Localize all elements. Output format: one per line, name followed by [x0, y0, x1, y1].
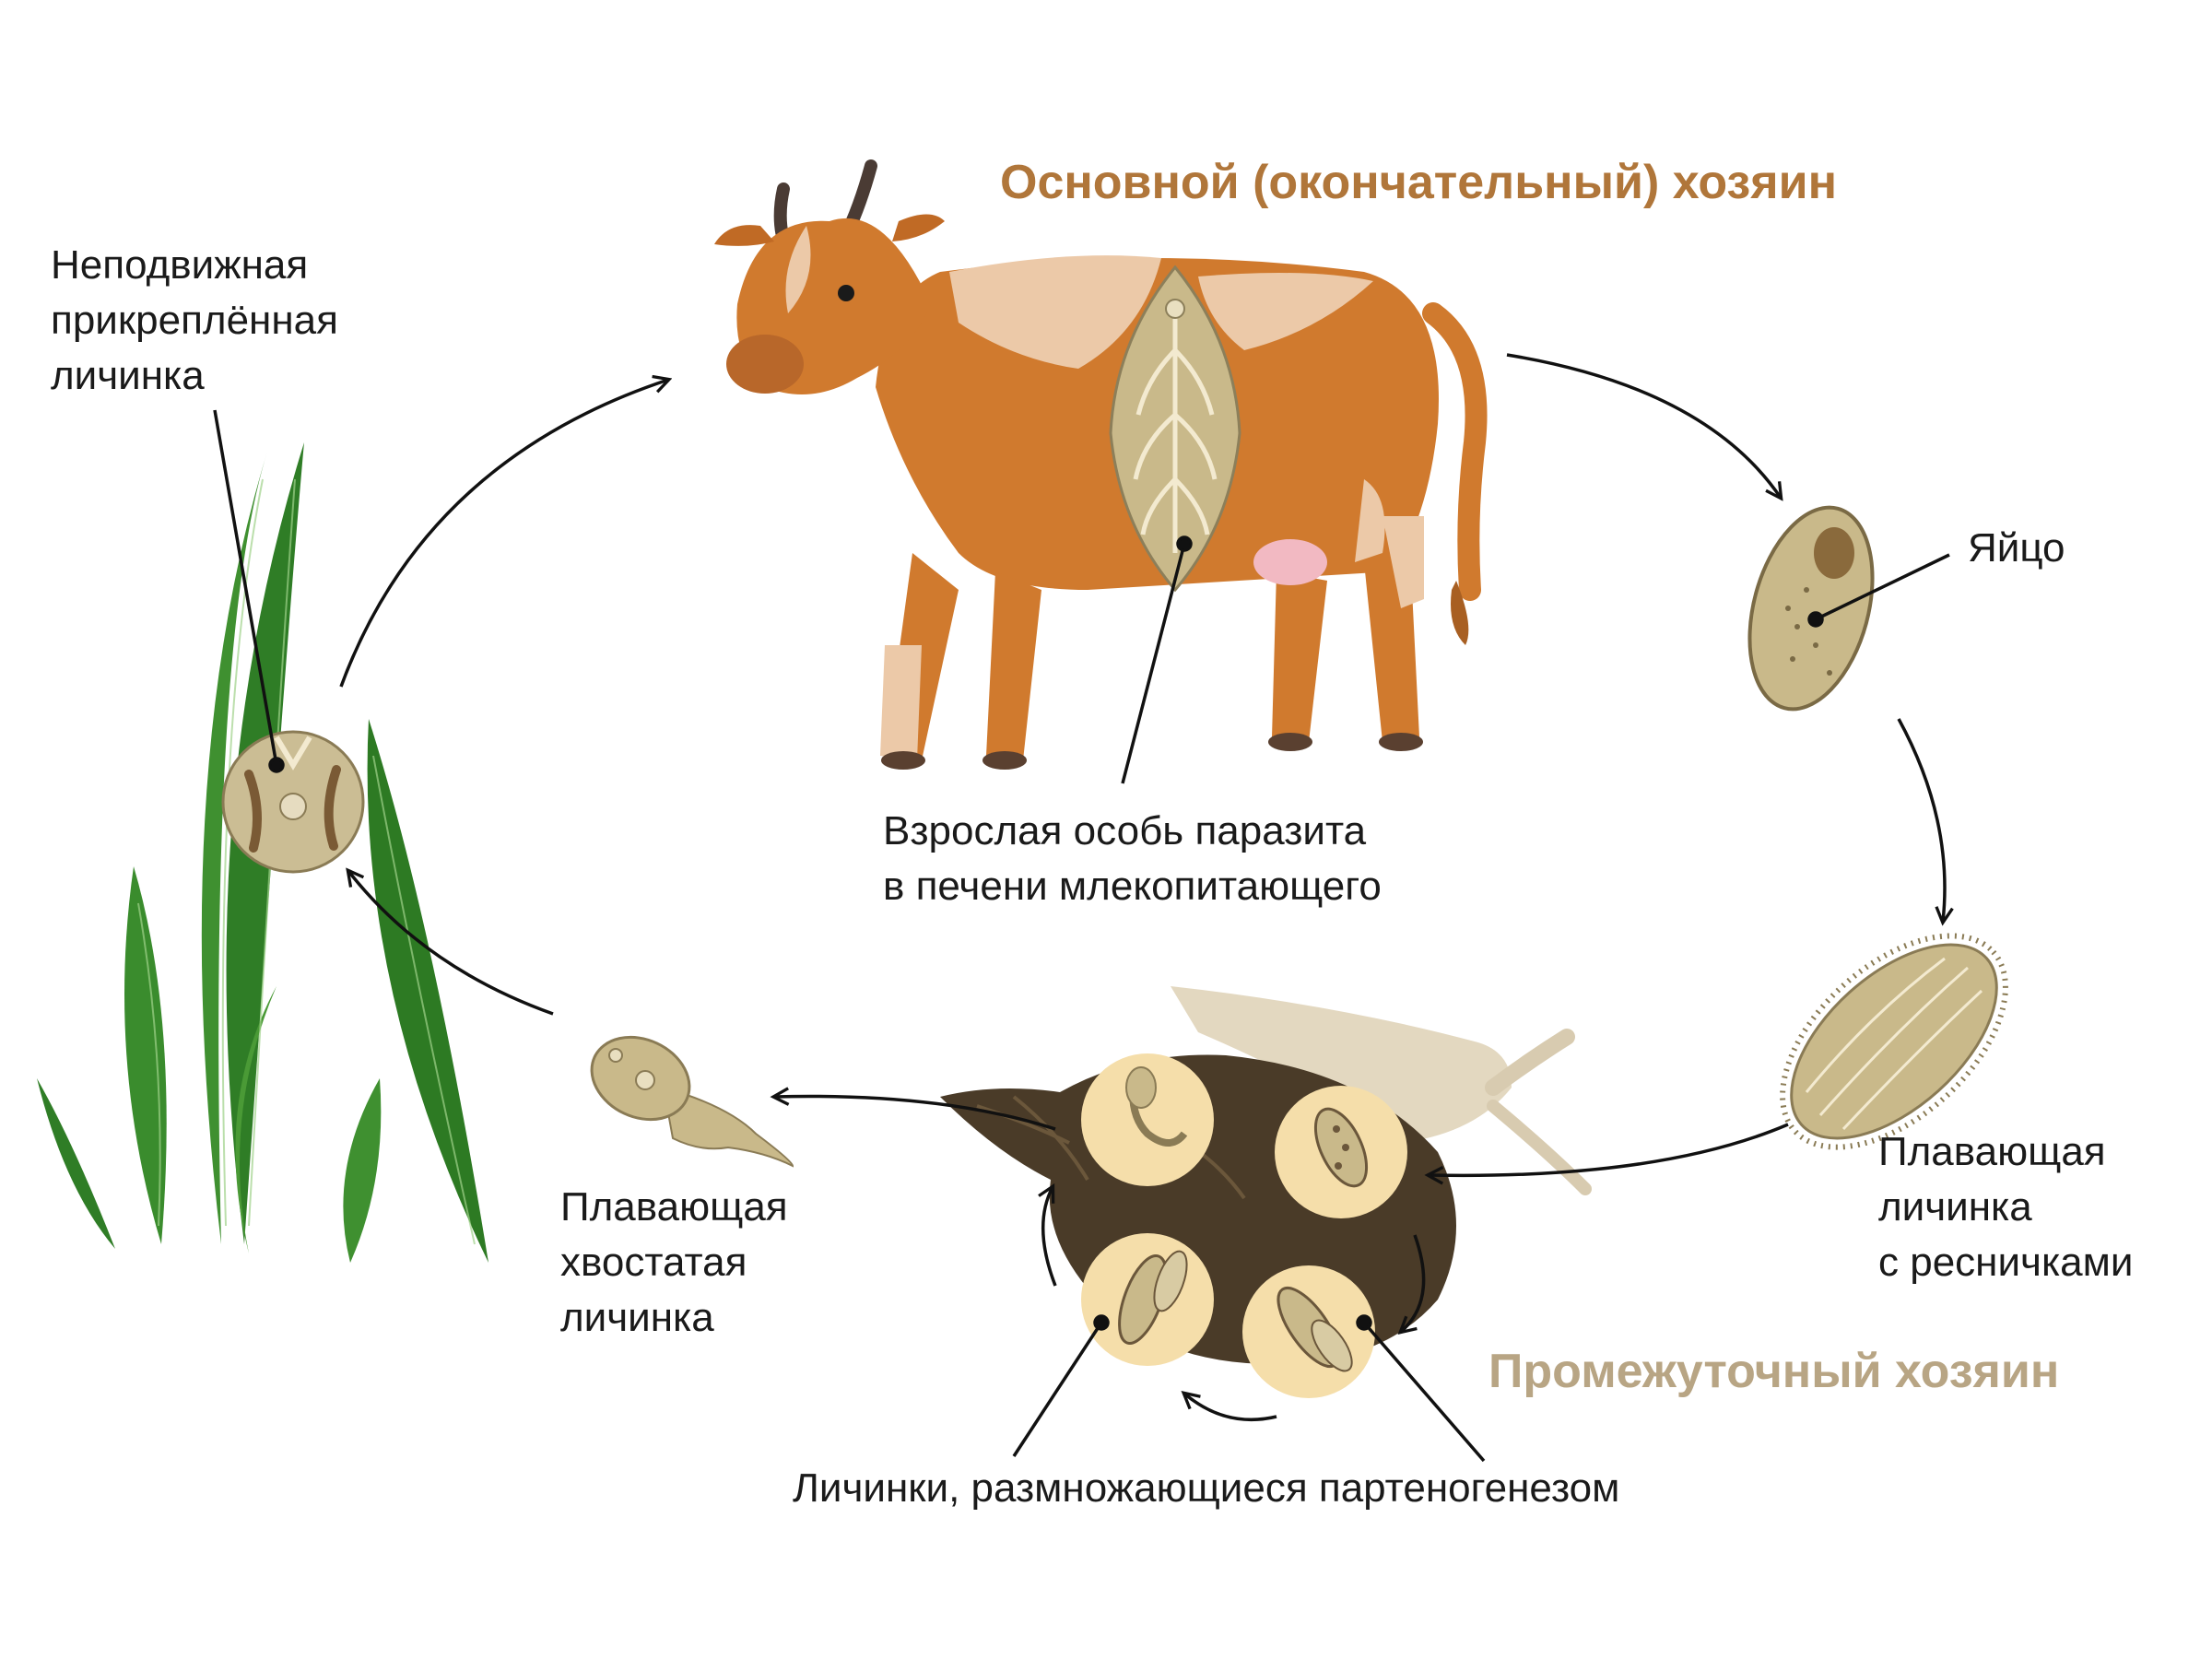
arrow-ciliated-to-snail [1429, 1123, 1789, 1175]
lifecycle-arrows [339, 353, 1945, 1422]
cow-icon [714, 159, 1488, 770]
egg-icon [1747, 505, 1875, 712]
intermediate-host-title: Промежуточный хозяин [1488, 1345, 2060, 1398]
main-host-title: Основной (окончательный) хозяин [1000, 156, 1837, 209]
attached-larva-label: Неподвижная прикреплённая личинка [51, 242, 338, 398]
arrow-cycle-2 [1184, 1394, 1277, 1422]
arrow-grass-to-cow [339, 380, 668, 688]
redia-circle-right [1242, 1265, 1375, 1398]
arrow-egg-to-ciliated [1897, 718, 1945, 922]
liver-fluke-icon [1109, 265, 1241, 593]
redia-circle-left [1081, 1233, 1214, 1366]
arrow-cercaria-to-grass [348, 871, 554, 1016]
cyst-icon [221, 730, 365, 874]
adult-parasite-label: Взрослая особь паразита в печени млекопи… [883, 808, 1382, 909]
cercaria-icon [590, 1035, 794, 1168]
arrow-cycle-3 [1401, 1234, 1426, 1332]
tailed-larva-label: Плавающая хвостатая личинка [560, 1184, 788, 1340]
egg-label: Яйцо [1968, 525, 2065, 571]
arrow-cow-to-egg [1506, 353, 1781, 498]
sporocyst-circle [1275, 1086, 1407, 1218]
parthenogenetic-larvae-label: Личинки, размножающиеся партеногенезом [793, 1465, 1620, 1511]
rediae-circle [1081, 1053, 1214, 1186]
pointer-lines [213, 409, 1950, 1463]
larva-circles [1081, 1053, 1407, 1398]
arrow-cycle-1 [1043, 1187, 1057, 1287]
ciliated-larva-label: Плавающая личинка с ресничками [1878, 1129, 2134, 1285]
arrow-snail-to-cercaria [774, 1096, 1056, 1131]
ciliated-larva-icon [1780, 933, 2008, 1150]
